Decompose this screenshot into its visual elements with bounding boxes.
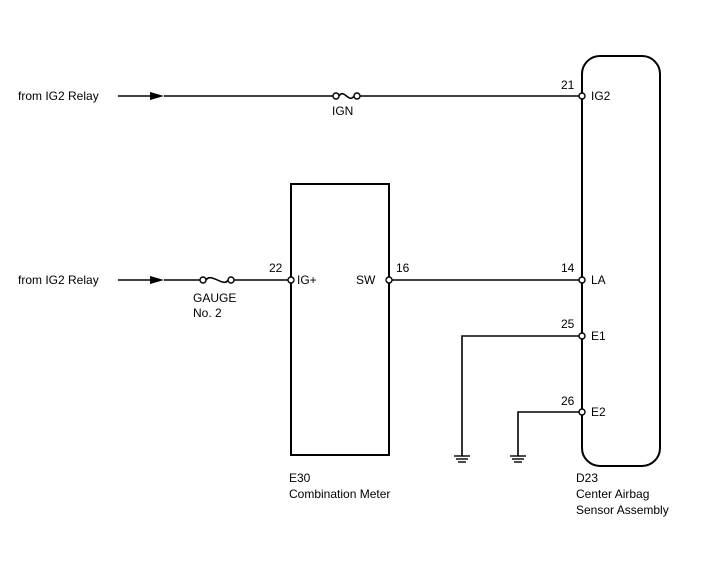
terminal-d23-26 <box>578 408 586 416</box>
source-label-ig2-relay-top: from IG2 Relay <box>18 89 99 103</box>
terminal-e30-16 <box>385 276 393 284</box>
pin-number-d23-21: 21 <box>561 78 575 92</box>
arrow-icon-top <box>150 92 164 100</box>
fuse-gauge-label-line2: No. 2 <box>193 306 222 320</box>
airbag-sensor-name-line1: Center Airbag <box>576 487 649 501</box>
terminal-e30-22 <box>287 276 295 284</box>
combination-meter-name: Combination Meter <box>289 487 390 501</box>
pin-name-d23-e1: E1 <box>591 329 606 343</box>
combination-meter-code: E30 <box>289 471 311 485</box>
pin-number-d23-26: 26 <box>561 394 575 408</box>
airbag-sensor-code: D23 <box>576 471 598 485</box>
fuse-gauge-label-line1: GAUGE <box>193 291 236 305</box>
wire-e1-ground <box>461 335 579 456</box>
pin-name-d23-ig2: IG2 <box>591 89 611 103</box>
pin-number-d23-25: 25 <box>561 317 575 331</box>
pin-number-e30-22: 22 <box>269 261 283 275</box>
ground-icon-e1 <box>454 455 470 463</box>
source-label-ig2-relay-bottom: from IG2 Relay <box>18 273 99 287</box>
pin-number-e30-16: 16 <box>396 261 410 275</box>
terminal-d23-21 <box>578 92 586 100</box>
pin-name-d23-e2: E2 <box>591 405 606 419</box>
fuse-ign-label: IGN <box>332 104 353 118</box>
fuse-gauge <box>199 276 235 284</box>
airbag-sensor-name-line2: Sensor Assembly <box>576 503 669 517</box>
pin-name-e30-igplus: IG+ <box>297 273 317 287</box>
terminal-d23-25 <box>578 332 586 340</box>
pin-name-d23-la: LA <box>591 273 606 287</box>
terminal-d23-14 <box>578 276 586 284</box>
wire-e2-ground <box>517 411 579 456</box>
ground-icon-e2 <box>510 455 526 463</box>
arrow-icon-bottom <box>150 276 164 284</box>
fuse-ign <box>332 92 361 100</box>
combination-meter-box <box>290 183 390 456</box>
airbag-sensor-box <box>581 55 661 467</box>
pin-number-d23-14: 14 <box>561 261 575 275</box>
pin-name-e30-sw: SW <box>356 273 376 287</box>
